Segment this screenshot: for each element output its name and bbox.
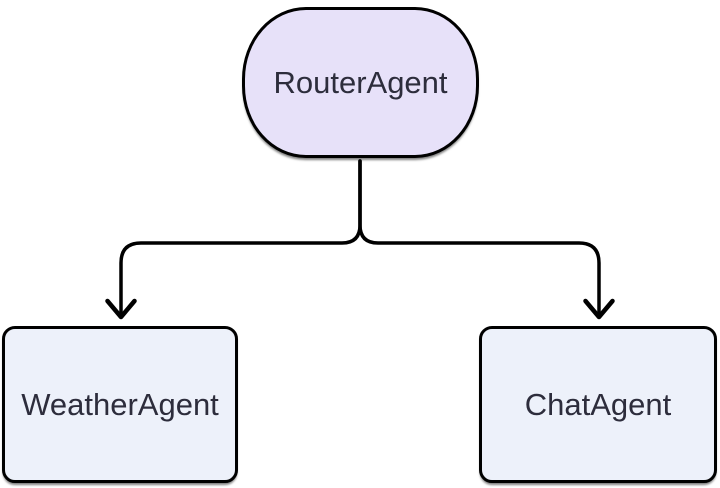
node-chat-agent: ChatAgent	[479, 326, 717, 483]
arrowhead-chatagent-icon	[583, 298, 615, 320]
node-weather-agent-label: WeatherAgent	[21, 387, 219, 422]
node-chat-agent-label: ChatAgent	[524, 387, 672, 422]
node-router-agent: RouterAgent	[242, 7, 479, 158]
edge-router-to-chatagent	[358, 159, 601, 316]
node-weather-agent: WeatherAgent	[2, 326, 238, 483]
arrowhead-weatheragent-icon	[105, 298, 137, 320]
edge-router-to-weatheragent	[119, 159, 362, 316]
node-router-agent-label: RouterAgent	[273, 65, 448, 100]
